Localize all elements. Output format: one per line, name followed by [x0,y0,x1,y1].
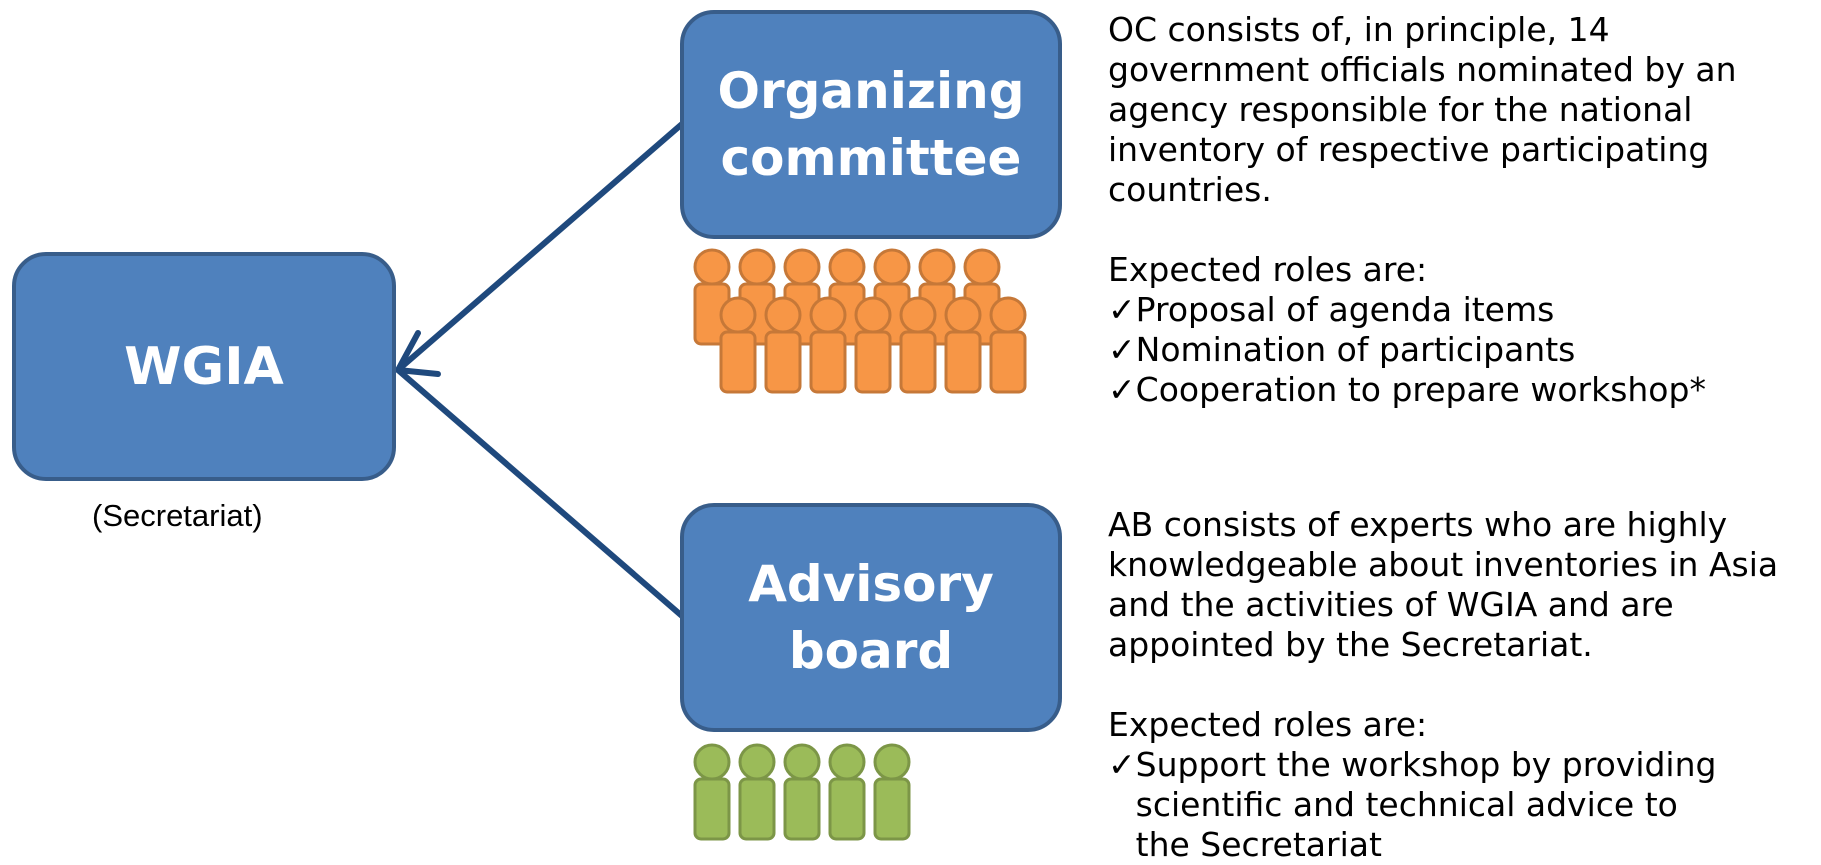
arrow-ab-to-wgia [396,367,684,619]
ab-member-icons [693,743,911,841]
person-icon [809,296,847,394]
ab-role-text: Support the workshop by providing scient… [1135,745,1717,864]
person-icon [854,296,892,394]
oc-roles-heading: Expected roles are: [1108,250,1428,289]
ab-description-text: AB consists of experts who are highly kn… [1108,505,1779,664]
person-icon [989,296,1027,394]
oc-description-text: OC consists of, in principle, 14 governm… [1108,10,1737,209]
person-icon [918,248,956,346]
oc-role-item: ✓ Nomination of participants [1108,330,1808,370]
oc-member-icons [693,248,1027,394]
advisory-board-label: Advisory board [748,554,994,680]
oc-role-text: Nomination of participants [1135,330,1576,369]
person-icon [944,296,982,394]
ab-roles-heading: Expected roles are: [1108,705,1428,744]
advisory-board-box: Advisory board [680,503,1062,732]
oc-role-text: Cooperation to prepare workshop* [1135,370,1706,409]
person-icon [738,248,776,346]
arrow-oc-to-wgia [396,121,684,373]
person-icon [873,743,911,841]
organizing-committee-box: Organizing committee [680,10,1062,239]
oc-role-item: ✓ Proposal of agenda items [1108,290,1808,330]
person-icon [738,743,776,841]
person-icon [828,248,866,346]
person-icon [693,248,731,346]
person-icon [783,248,821,346]
person-icon [783,743,821,841]
oc-role-text: Proposal of agenda items [1135,290,1555,329]
check-icon: ✓ [1108,290,1136,329]
person-icon [764,296,802,394]
oc-role-item: ✓ Cooperation to prepare workshop* [1108,370,1808,410]
person-icon [828,743,866,841]
person-icon [899,296,937,394]
person-icon [719,296,757,394]
check-icon: ✓ [1108,745,1136,784]
advisory-board-description: AB consists of experts who are highly kn… [1108,505,1818,865]
check-icon: ✓ [1108,330,1136,369]
organizing-committee-label: Organizing committee [717,61,1025,187]
person-icon [693,743,731,841]
person-icon [873,248,911,346]
wgia-label: WGIA [124,336,284,397]
arrows [395,121,684,619]
wgia-box: WGIA [12,252,396,481]
check-icon: ✓ [1108,370,1136,409]
ab-role-item: ✓ Support the workshop by providing scie… [1108,745,1818,865]
organizing-committee-description: OC consists of, in principle, 14 governm… [1108,10,1808,410]
secretariat-caption: (Secretariat) [92,498,263,533]
person-icon [963,248,1001,346]
arrowhead [395,330,441,377]
